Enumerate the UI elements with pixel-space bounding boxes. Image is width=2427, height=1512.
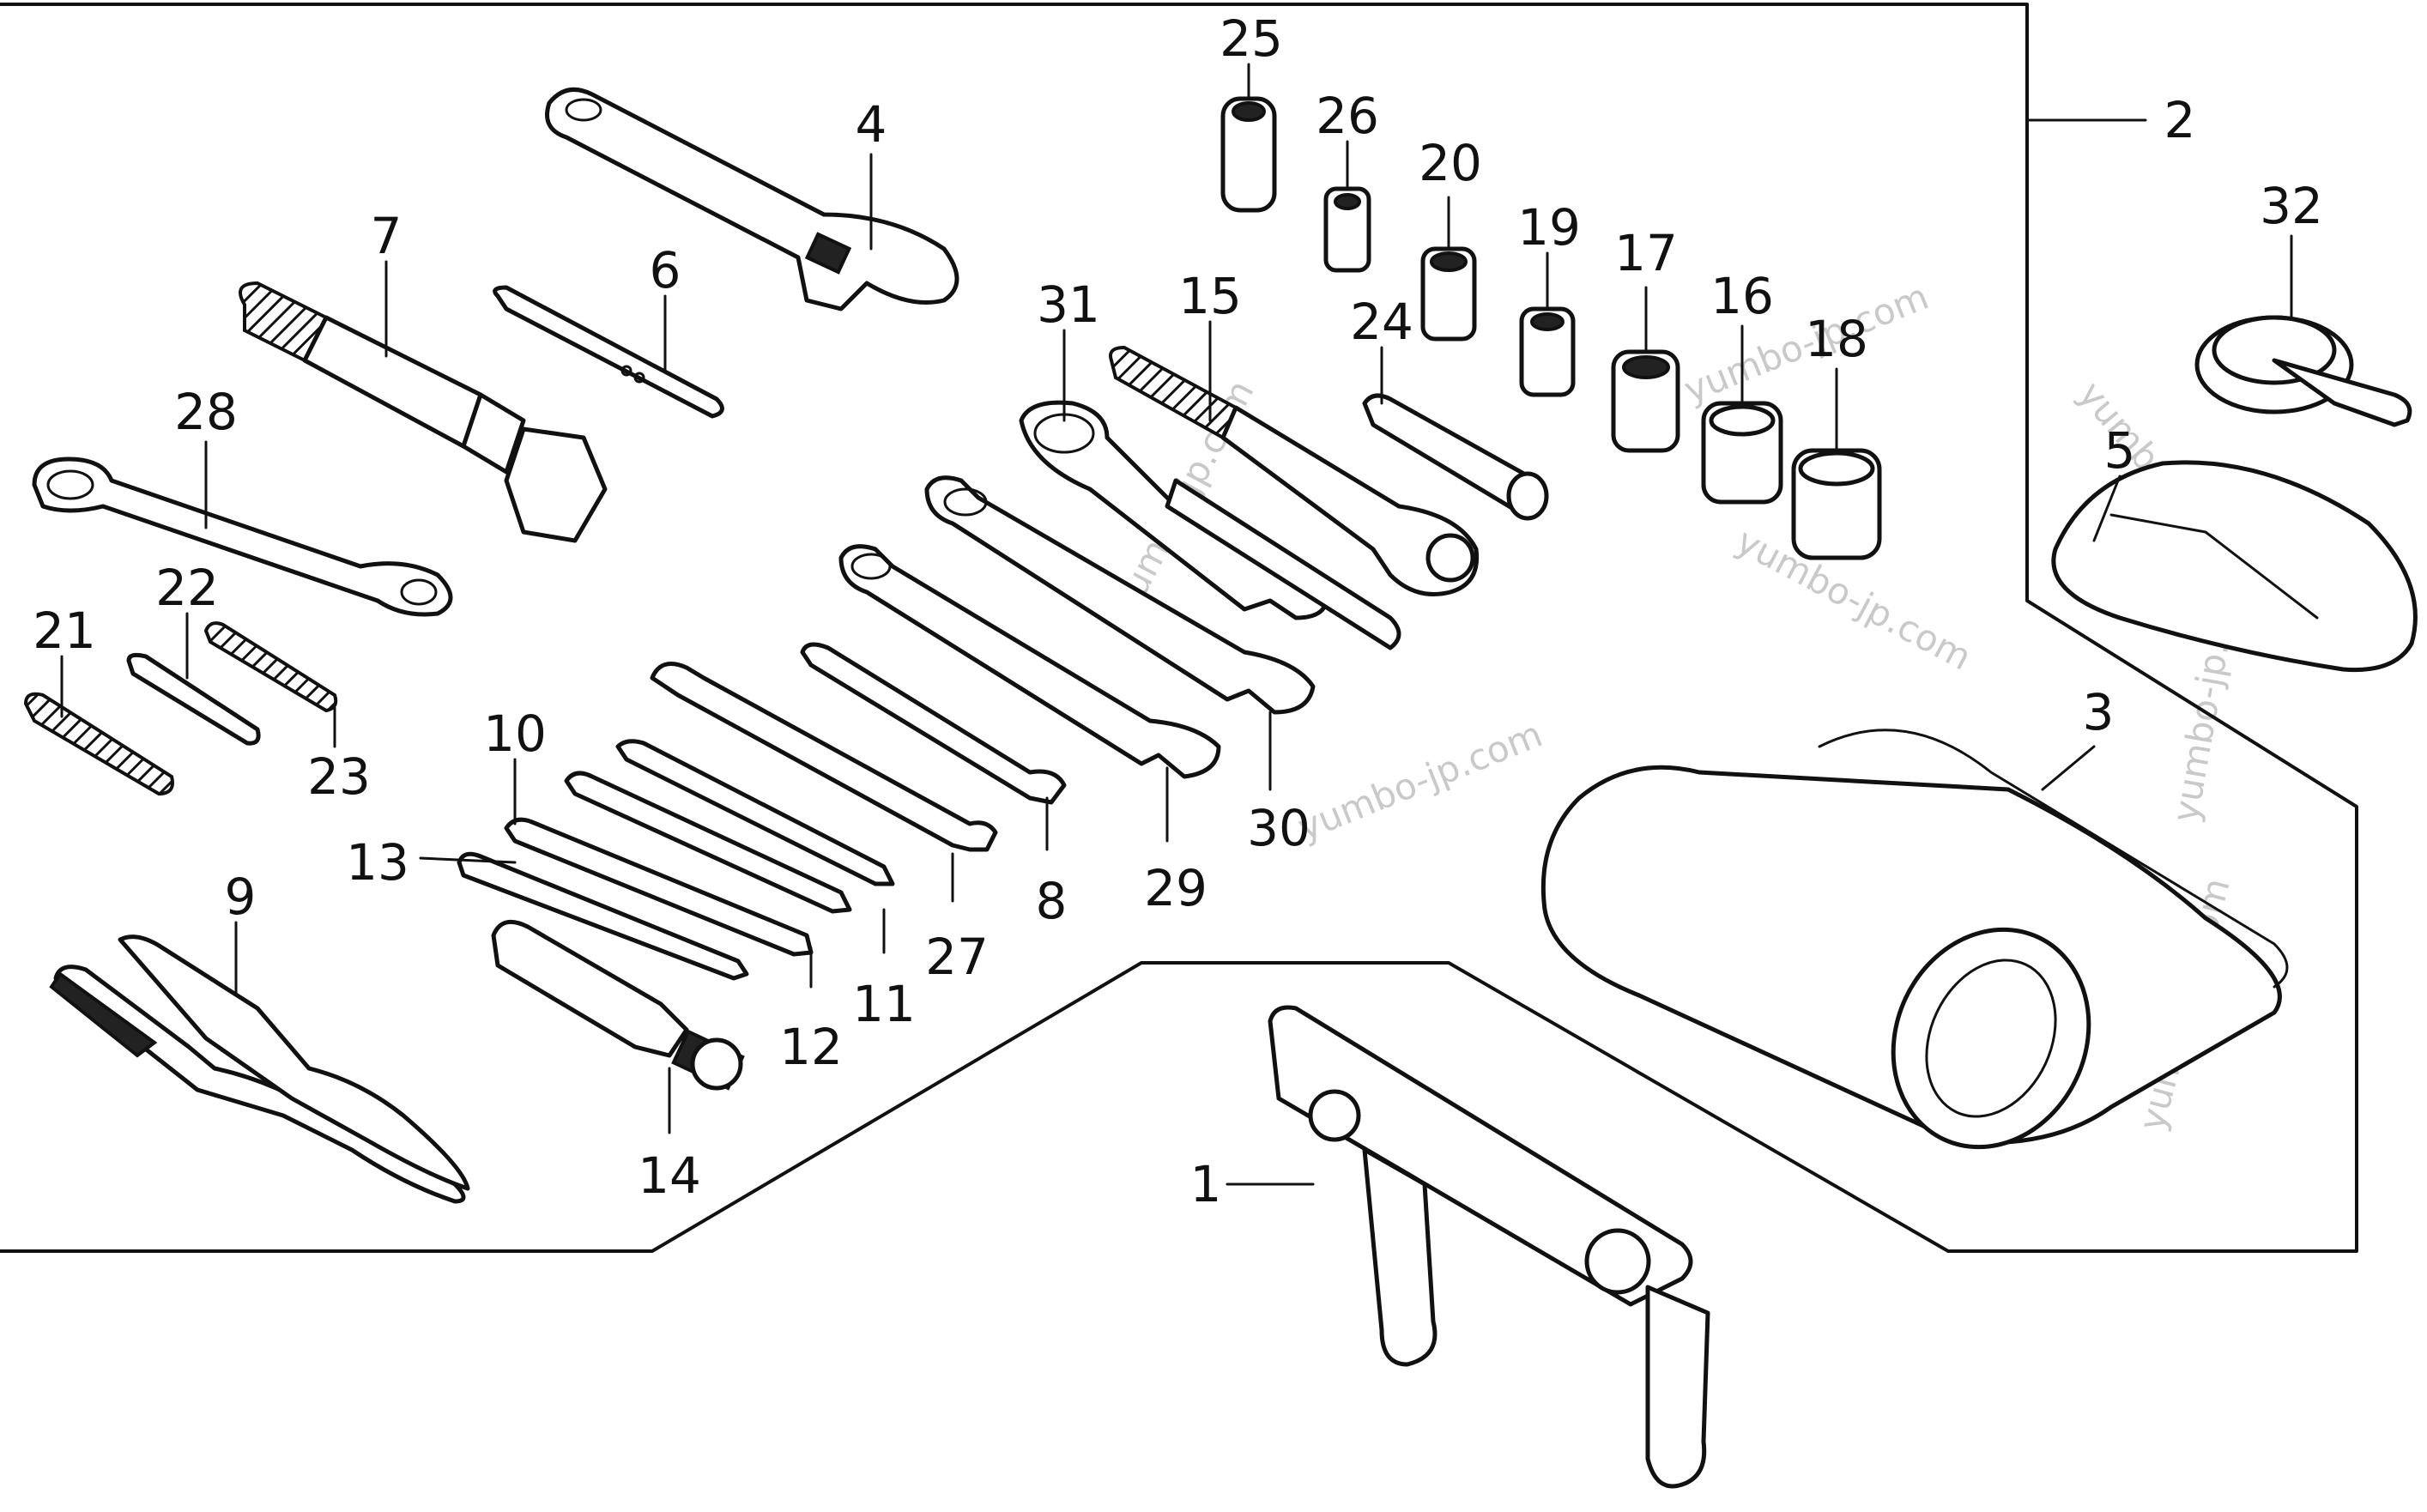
plug-wrench-part [690,1037,743,1091]
ratchet-handle-part [1109,345,1480,650]
flat-blade-part [493,285,724,419]
callout-10: 10 [483,705,547,763]
callout-22: 22 [155,559,219,617]
callout-7: 7 [371,207,402,265]
callout-14: 14 [638,1146,701,1205]
callout-26: 26 [1316,87,1379,145]
extension-handle-part [239,281,608,543]
callout-29: 29 [1144,859,1207,917]
callout-1: 1 [1190,1155,1222,1213]
screwdriver-bits-part [23,621,338,796]
callout-15: 15 [1178,267,1242,325]
callout-12: 12 [779,1018,843,1076]
leader-lines [60,63,2293,1186]
callout-11: 11 [852,975,916,1033]
kit-boundary-outline [0,3,2358,1253]
callout-20: 20 [1419,134,1482,192]
callout-5: 5 [2104,421,2136,480]
strap-reel-part [2194,315,2412,427]
watermark-text: yumbo-jp.com [1292,713,1547,850]
pliers-part [49,934,470,1204]
combination-wrenches-part [650,400,1329,852]
callout-18: 18 [1805,310,1868,368]
callout-8: 8 [1036,872,1068,930]
adjustable-wrench-part [545,87,959,311]
callout-9: 9 [225,868,257,926]
callout-21: 21 [33,602,96,660]
callout-2: 2 [2164,91,2196,149]
callout-27: 27 [925,928,989,986]
tool-kit-bracket-part [1268,1005,1710,1489]
callout-13: 13 [346,833,409,892]
callout-labels: 4 6 7 28 21 22 23 9 10 13 12 11 27 8 29 … [33,9,2323,1213]
callout-30: 30 [1247,799,1310,857]
pouch-part [2051,460,2418,673]
callout-3: 3 [2083,683,2115,741]
callout-4: 4 [856,95,887,154]
callout-31: 31 [1037,275,1100,334]
offset-ring-wrench-part [32,457,453,617]
screwdrivers-part [457,739,895,1091]
callout-25: 25 [1220,9,1283,68]
callout-6: 6 [650,241,681,299]
callout-24: 24 [1350,293,1413,351]
callout-19: 19 [1517,198,1581,257]
callout-28: 28 [174,383,238,441]
callout-32: 32 [2260,177,2323,235]
tool-bag-part [1540,729,2289,1150]
callout-16: 16 [1710,267,1774,325]
callout-17: 17 [1614,224,1678,282]
callout-23: 23 [307,747,371,806]
